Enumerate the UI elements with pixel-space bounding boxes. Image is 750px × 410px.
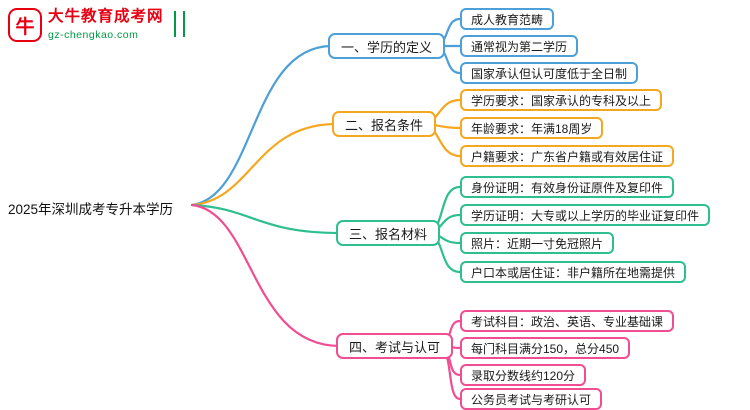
connector-root-branch1 [190, 44, 334, 207]
leaf-node: 公务员考试与考研认可 [460, 388, 603, 410]
leaf-node: 身份证明：有效身份证原件及复印件 [460, 176, 675, 198]
leaf-node: 户口本或居住证：非户籍所在地需提供 [460, 261, 687, 283]
leaf-node: 照片：近期一寸免冠照片 [460, 232, 615, 254]
brand-text-block: 大牛教育成考网 gz-chengkao.com [48, 8, 164, 41]
bull-logo-icon: 牛 [8, 8, 42, 42]
connector-root-branch4 [190, 203, 342, 348]
branch-node-2: 二、报名条件 [332, 111, 437, 137]
leaf-node: 年龄要求：年满18周岁 [460, 117, 604, 139]
leaf-node: 户籍要求：广东省户籍或有效居住证 [460, 145, 675, 167]
brand-url: gz-chengkao.com [48, 28, 139, 41]
leaf-node: 每门科目满分150，总分450 [460, 337, 631, 359]
root-node: 2025年深圳成考专升本学历 [5, 196, 177, 220]
brand-title: 大牛教育成考网 [48, 8, 164, 25]
brand-logo: 牛 大牛教育成考网 gz-chengkao.com [8, 8, 185, 42]
branch-node-3: 三、报名材料 [336, 220, 441, 246]
leaf-node: 学历证明：大专或以上学历的毕业证复印件 [460, 204, 711, 226]
leaf-node: 国家承认但认可度低于全日制 [460, 62, 639, 84]
leaf-node: 通常视为第二学历 [460, 35, 579, 57]
branch-node-4: 四、考试与认可 [336, 333, 454, 359]
leaf-node: 录取分数线约120分 [460, 364, 587, 386]
leaf-node: 成人教育范畴 [460, 8, 555, 30]
connector-root-branch2 [190, 122, 338, 207]
seal-icon [173, 11, 185, 37]
branch-node-1: 一、学历的定义 [328, 33, 446, 59]
leaf-node: 考试科目：政治、英语、专业基础课 [460, 310, 675, 332]
connector-root-branch3 [190, 203, 342, 235]
leaf-node: 学历要求：国家承认的专科及以上 [460, 89, 663, 111]
